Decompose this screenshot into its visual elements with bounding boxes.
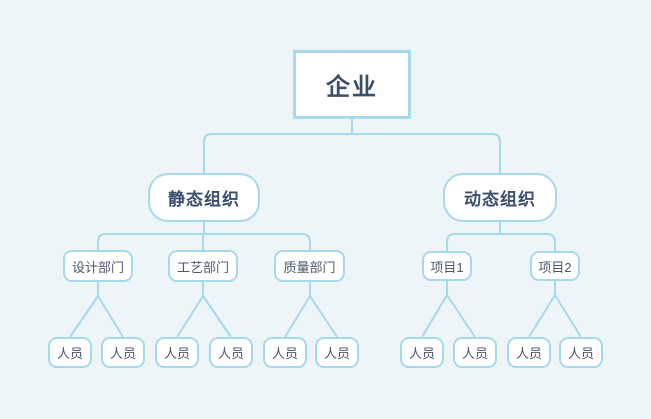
- connector-root-to-branches: [203, 119, 501, 173]
- node-dynamic-organization[interactable]: 动态组织: [443, 173, 557, 222]
- node-project-2[interactable]: 项目2: [530, 251, 580, 281]
- node-static-organization[interactable]: 静态组织: [148, 173, 260, 222]
- node-member[interactable]: 人员: [155, 337, 199, 368]
- node-member[interactable]: 人员: [209, 337, 253, 368]
- connector-dynamic-to-projects: [446, 222, 556, 251]
- node-quality-department[interactable]: 质量部门: [274, 250, 345, 282]
- connector-proj2-to-members: [528, 281, 582, 338]
- connector-dept1-to-members: [69, 282, 124, 338]
- node-process-department[interactable]: 工艺部门: [168, 250, 238, 282]
- node-member[interactable]: 人员: [101, 337, 145, 368]
- node-member[interactable]: 人员: [400, 337, 444, 368]
- connector-proj1-to-members: [421, 281, 476, 338]
- connector-dept2-to-members: [176, 282, 232, 338]
- node-member[interactable]: 人员: [559, 337, 603, 368]
- node-member[interactable]: 人员: [507, 337, 551, 368]
- node-member[interactable]: 人员: [263, 337, 307, 368]
- node-member[interactable]: 人员: [315, 337, 359, 368]
- node-member[interactable]: 人员: [48, 337, 92, 368]
- node-design-department[interactable]: 设计部门: [63, 250, 133, 282]
- connector-dept3-to-members: [284, 282, 338, 338]
- connector-static-to-departments: [97, 222, 311, 250]
- node-enterprise[interactable]: 企业: [293, 50, 411, 119]
- node-member[interactable]: 人员: [453, 337, 497, 368]
- node-project-1[interactable]: 项目1: [422, 251, 472, 281]
